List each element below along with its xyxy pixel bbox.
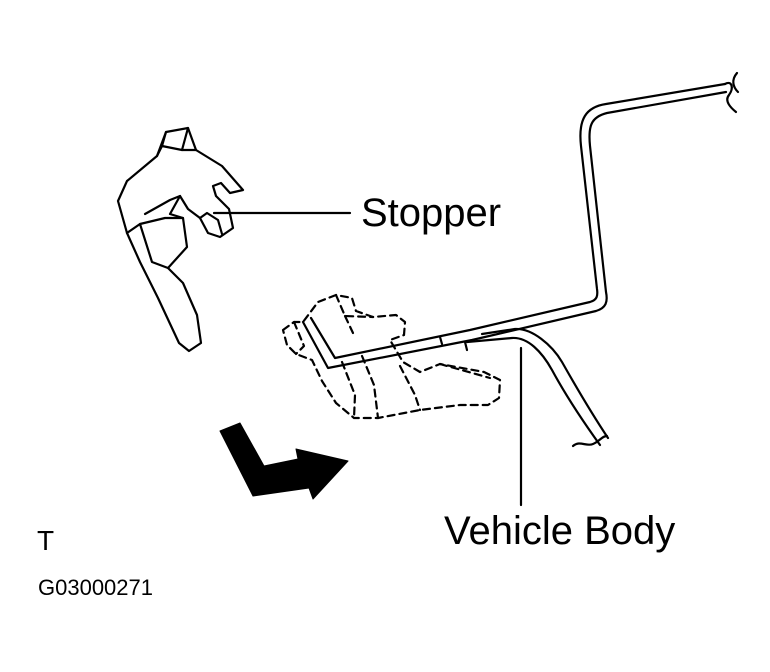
vehicle-body-label: Vehicle Body — [444, 509, 676, 553]
bent-arrow-icon — [219, 422, 349, 500]
stopper-installed-outline — [281, 293, 502, 420]
figure-code-label: G03000271 — [38, 575, 153, 600]
view-marker-label: T — [37, 525, 55, 556]
stopper-label: Stopper — [361, 191, 502, 235]
stopper-part — [116, 126, 245, 353]
vehicle-body-panel — [301, 71, 740, 448]
